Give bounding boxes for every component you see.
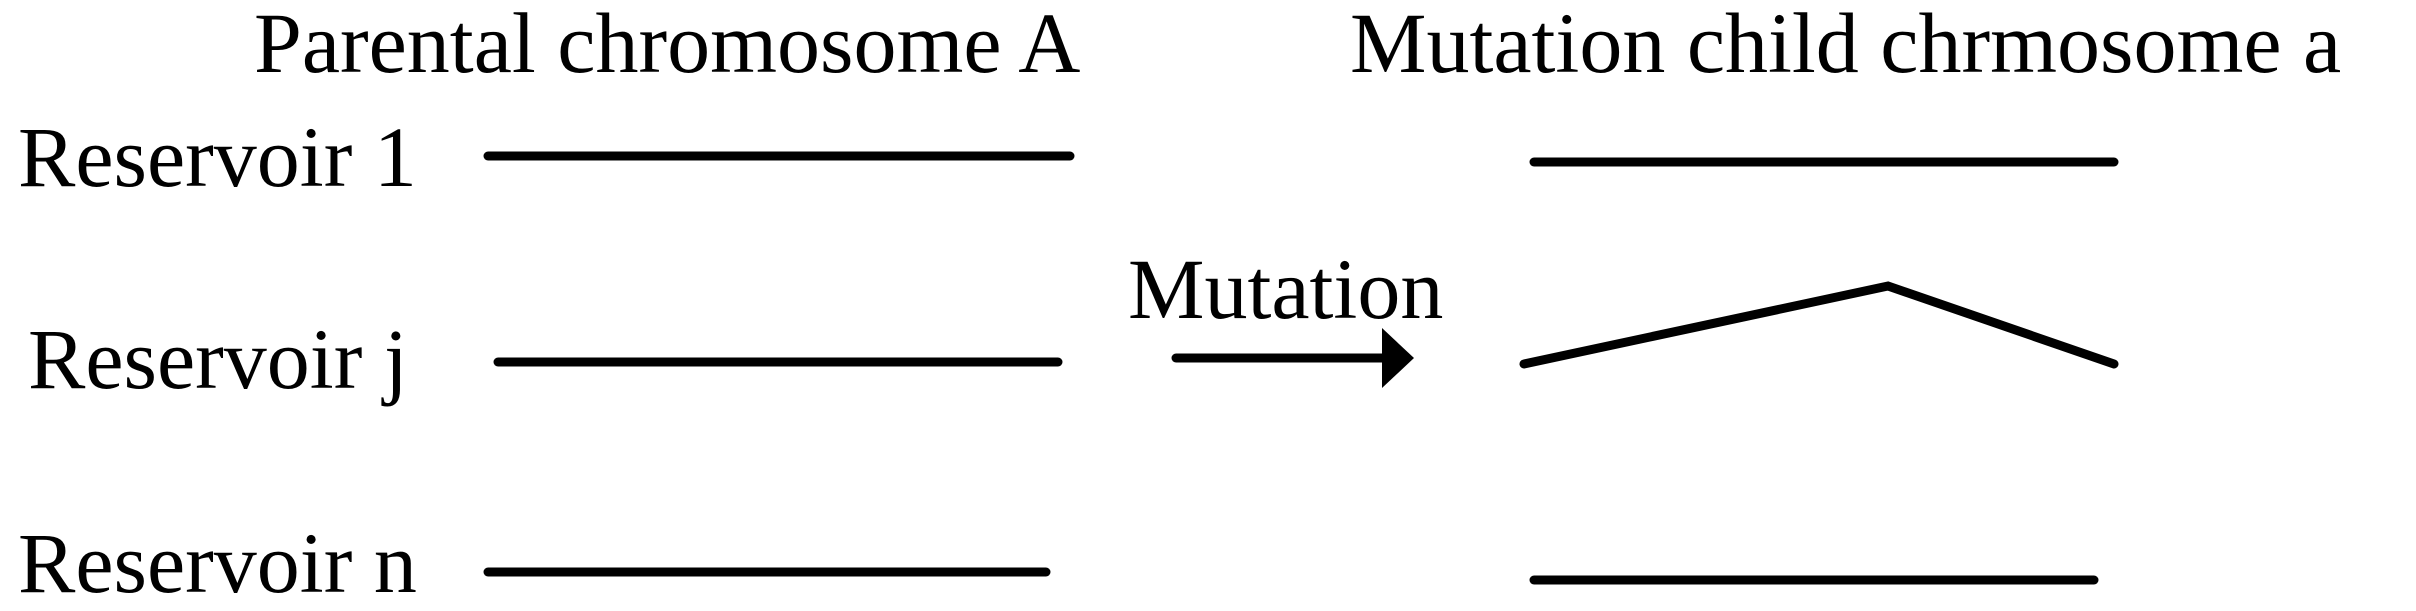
arrow-right-icon [1171,328,1414,388]
mutation-label: Mutation [1128,241,1444,337]
reservoir-1-label: Reservoir 1 [18,109,417,205]
reservoir-j-label: Reservoir j [28,311,408,407]
child-segment-reservoir-j-mutated [1519,281,2119,369]
reservoir-n-label: Reservoir n [18,515,417,611]
child-chromosome-heading: Mutation child chrmosome a [1350,0,2342,91]
parent-chromosome-heading: Parental chromosome A [254,0,1081,91]
